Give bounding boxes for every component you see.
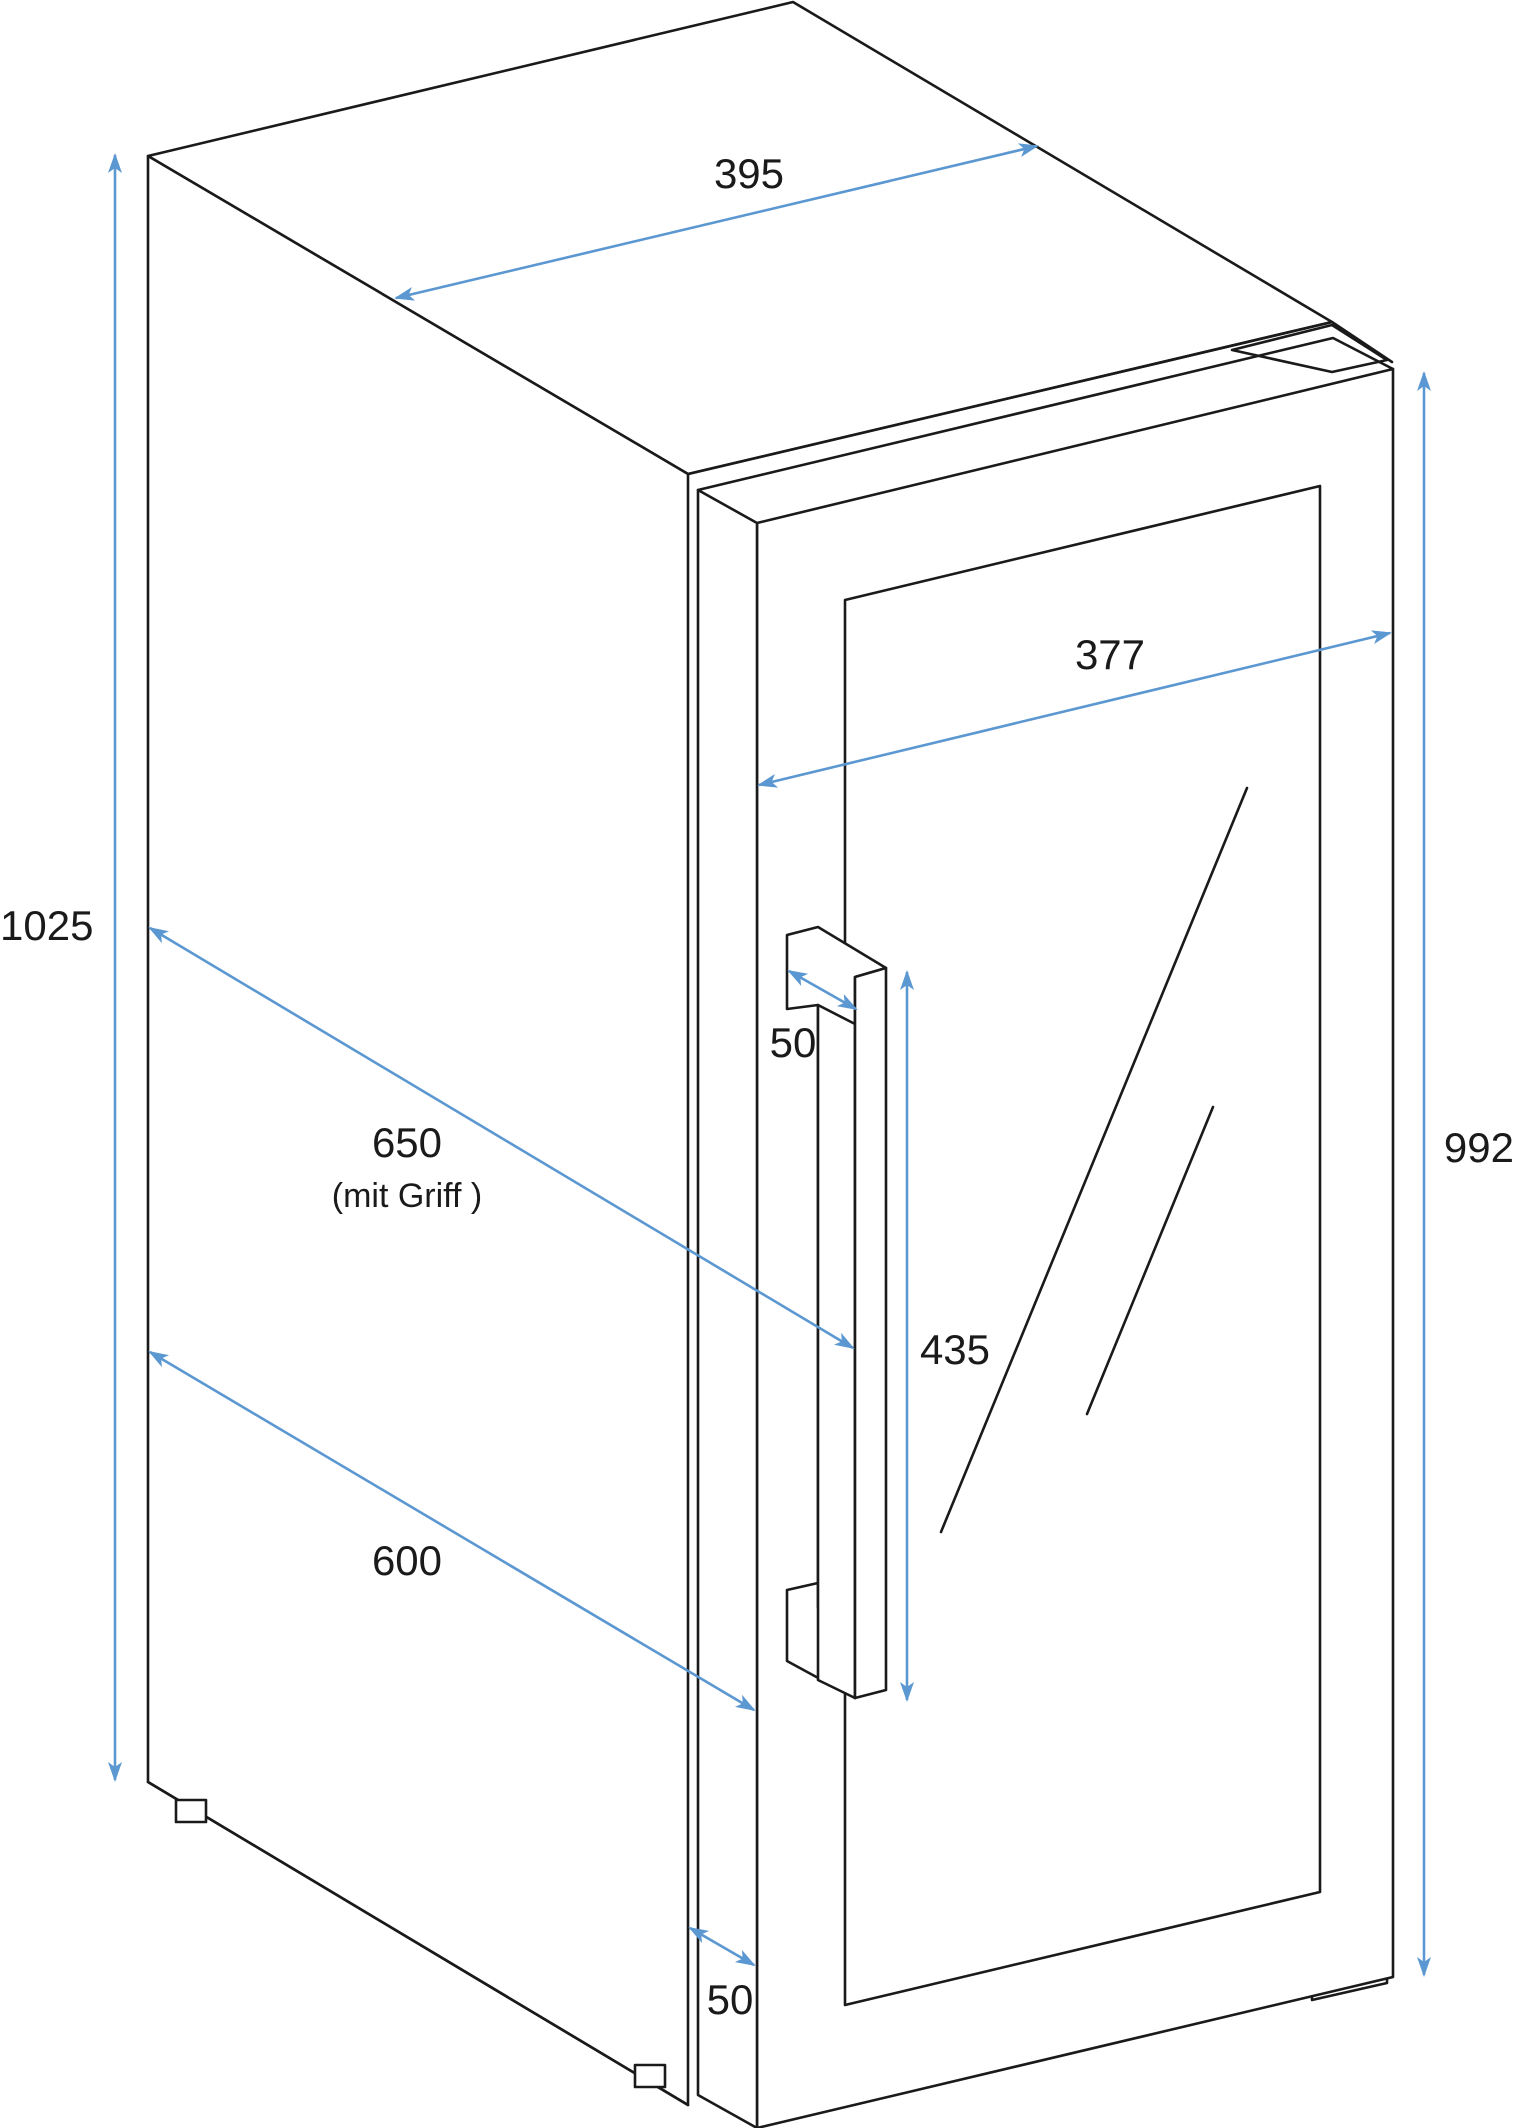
glass-panel bbox=[843, 484, 1322, 2007]
dim-line-600 bbox=[148, 1350, 756, 1712]
label-height-total: 1025 bbox=[0, 902, 93, 949]
handle-grip bbox=[816, 1003, 857, 1700]
dim-line-door-50 bbox=[688, 1926, 756, 1967]
label-door-thickness: 50 bbox=[707, 1976, 754, 2023]
label-depth-with-handle: 650 bbox=[372, 1119, 442, 1166]
dim-line-377 bbox=[757, 630, 1392, 788]
dimension-labels: 395 1025 377 992 650 (mit Griff ) 600 50… bbox=[0, 150, 1514, 2023]
door-side-face bbox=[696, 488, 759, 2128]
dim-line-395 bbox=[394, 143, 1039, 301]
label-height-door: 992 bbox=[1444, 1124, 1514, 1171]
dim-line-handle-50 bbox=[787, 969, 858, 1011]
dim-line-650 bbox=[148, 926, 855, 1350]
cabinet-front-edge bbox=[686, 320, 1394, 476]
cabinet-bottom-side-edge bbox=[146, 1780, 690, 2107]
dimension-lines bbox=[108, 143, 1431, 1977]
label-handle-depth: 50 bbox=[770, 1019, 817, 1066]
label-depth-top: 395 bbox=[714, 150, 784, 197]
label-door-width: 377 bbox=[1075, 631, 1145, 678]
foot-front-left bbox=[633, 2063, 667, 2089]
handle-front-face bbox=[853, 966, 888, 1700]
label-depth-body: 600 bbox=[372, 1537, 442, 1584]
glass-reflection-long bbox=[939, 786, 1249, 1534]
foot-rear-left bbox=[174, 1798, 208, 1824]
door-top-edge bbox=[696, 336, 1395, 492]
label-depth-with-handle-note: (mit Griff ) bbox=[332, 1177, 482, 1215]
label-handle-length: 435 bbox=[920, 1326, 990, 1373]
control-panel bbox=[1230, 323, 1389, 374]
door bbox=[696, 336, 1395, 2128]
glass-reflection-short bbox=[1085, 1105, 1215, 1416]
